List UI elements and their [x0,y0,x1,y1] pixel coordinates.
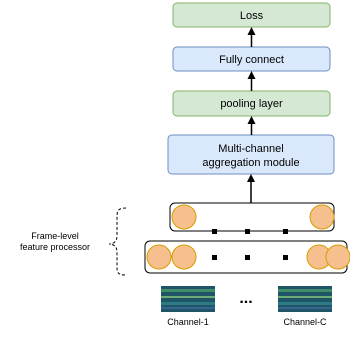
spectrogram-1-band-d [161,307,215,309]
fully-connect-label: Fully connect [219,54,284,66]
aggregation-label-line2: aggregation module [202,157,299,169]
processor-label-line2: feature processor [20,242,90,252]
channel-ellipsis: ... [239,290,252,307]
processor-label-line1: Frame-level [31,231,79,241]
spectrogram-channel-1 [161,286,215,312]
spectrogram-1-band-b [161,296,215,298]
aggregation-label-line1: Multi-channel [218,143,283,155]
pooling-label: pooling layer [220,98,283,110]
upper-node-right [309,204,335,230]
processor-lower-row [144,240,350,274]
spectrogram-1-band-c [161,302,215,305]
lower-dot-3 [283,255,288,260]
upper-dot-1 [212,229,217,234]
spectrogram-c-band-d [278,307,332,309]
lower-node-2 [171,244,197,270]
lower-node-1 [146,244,172,270]
pooling-block: pooling layer [172,90,331,117]
upper-dot-3 [283,229,288,234]
processor-upper-row [169,202,335,234]
channel-1-label: Channel-1 [167,317,209,327]
processor-brace [108,207,127,276]
lower-dot-1 [212,255,217,260]
loss-label: Loss [240,10,264,22]
processor-label-group: Frame-level feature processor [20,207,127,276]
lower-node-4 [325,244,350,270]
upper-node-left [171,204,197,230]
upper-dot-2 [245,229,250,234]
aggregation-block: Multi-channel aggregation module [167,134,335,175]
spectrogram-c-band-b [278,296,332,298]
fully-connect-block: Fully connect [172,46,331,72]
spectrogram-c-band-a [278,289,332,292]
lower-dot-2 [245,255,250,260]
spectrogram-c-band-c [278,302,332,305]
spectrogram-channel-c [278,286,332,312]
loss-block: Loss [172,2,331,28]
spectrogram-1-band-a [161,289,215,292]
channel-c-label: Channel-C [283,317,327,327]
